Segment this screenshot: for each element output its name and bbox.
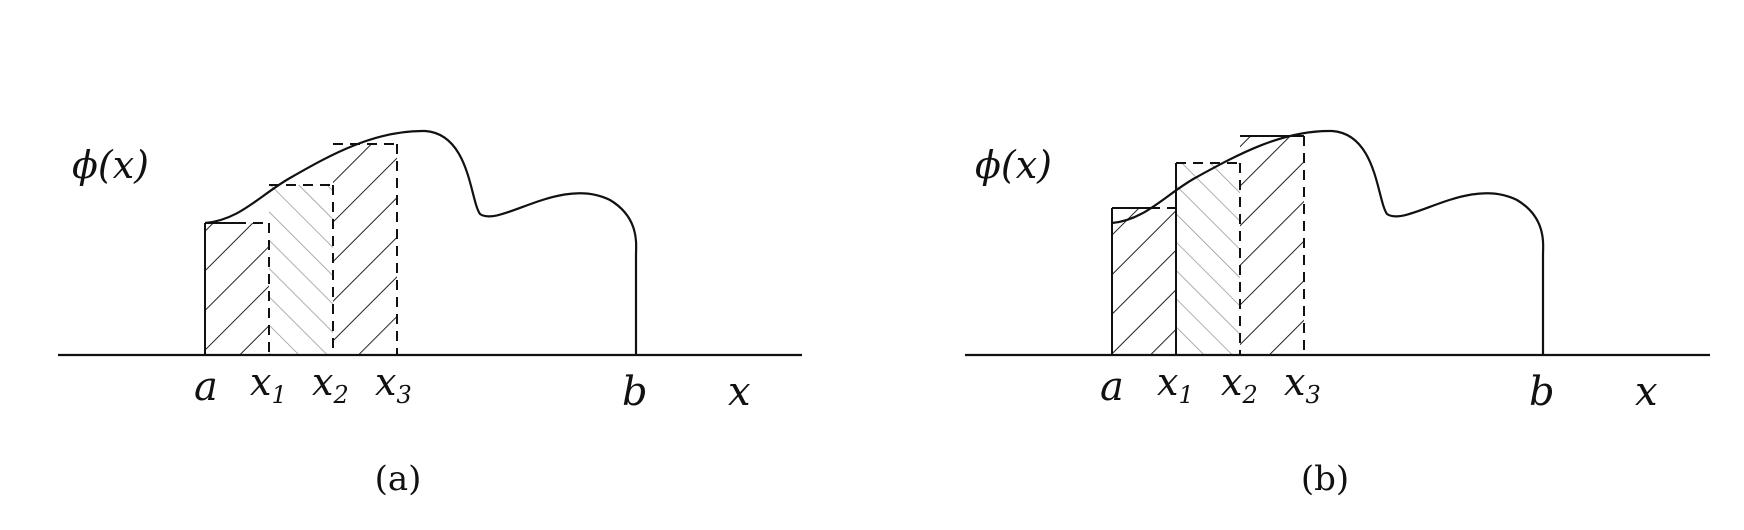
panel-a-rect-1 xyxy=(205,223,269,355)
panel-a-tick-x1: x1 xyxy=(250,360,287,409)
panel-a: ϕ(x) a x1 x2 x3 b x (a) xyxy=(58,129,802,499)
panel-b: ϕ(x) a x1 x2 x3 b x (b) xyxy=(965,129,1710,499)
panel-b-rect-3 xyxy=(1240,136,1304,355)
panel-b-tick-x1: x1 xyxy=(1157,360,1194,409)
panel-a-rect-outlines xyxy=(204,143,398,355)
panel-b-ylabel: ϕ(x) xyxy=(975,143,1052,187)
panel-a-rect-3 xyxy=(333,144,397,355)
panel-b-tick-x2: x2 xyxy=(1221,360,1258,409)
panel-b-rect-1 xyxy=(1112,208,1176,355)
panel-a-axis-label: x xyxy=(728,369,751,415)
panel-a-ylabel: ϕ(x) xyxy=(72,143,149,187)
panel-b-tick-x3: x3 xyxy=(1284,360,1321,409)
panel-a-tick-b: b xyxy=(622,369,648,415)
panel-b-caption: (b) xyxy=(1301,459,1349,499)
panel-b-rect-2 xyxy=(1176,163,1240,355)
panel-a-caption: (a) xyxy=(375,459,422,499)
panel-b-curve xyxy=(1111,129,1545,355)
panel-a-tick-x2: x2 xyxy=(312,360,349,409)
panel-a-rect-2 xyxy=(269,185,333,355)
panel-b-tick-a: a xyxy=(1100,364,1124,410)
panel-b-tick-b: b xyxy=(1529,369,1555,415)
panel-a-tick-a: a xyxy=(194,364,218,410)
panel-a-curve xyxy=(204,129,638,355)
panel-b-axis-label: x xyxy=(1635,369,1658,415)
panel-a-tick-x3: x3 xyxy=(375,360,412,409)
